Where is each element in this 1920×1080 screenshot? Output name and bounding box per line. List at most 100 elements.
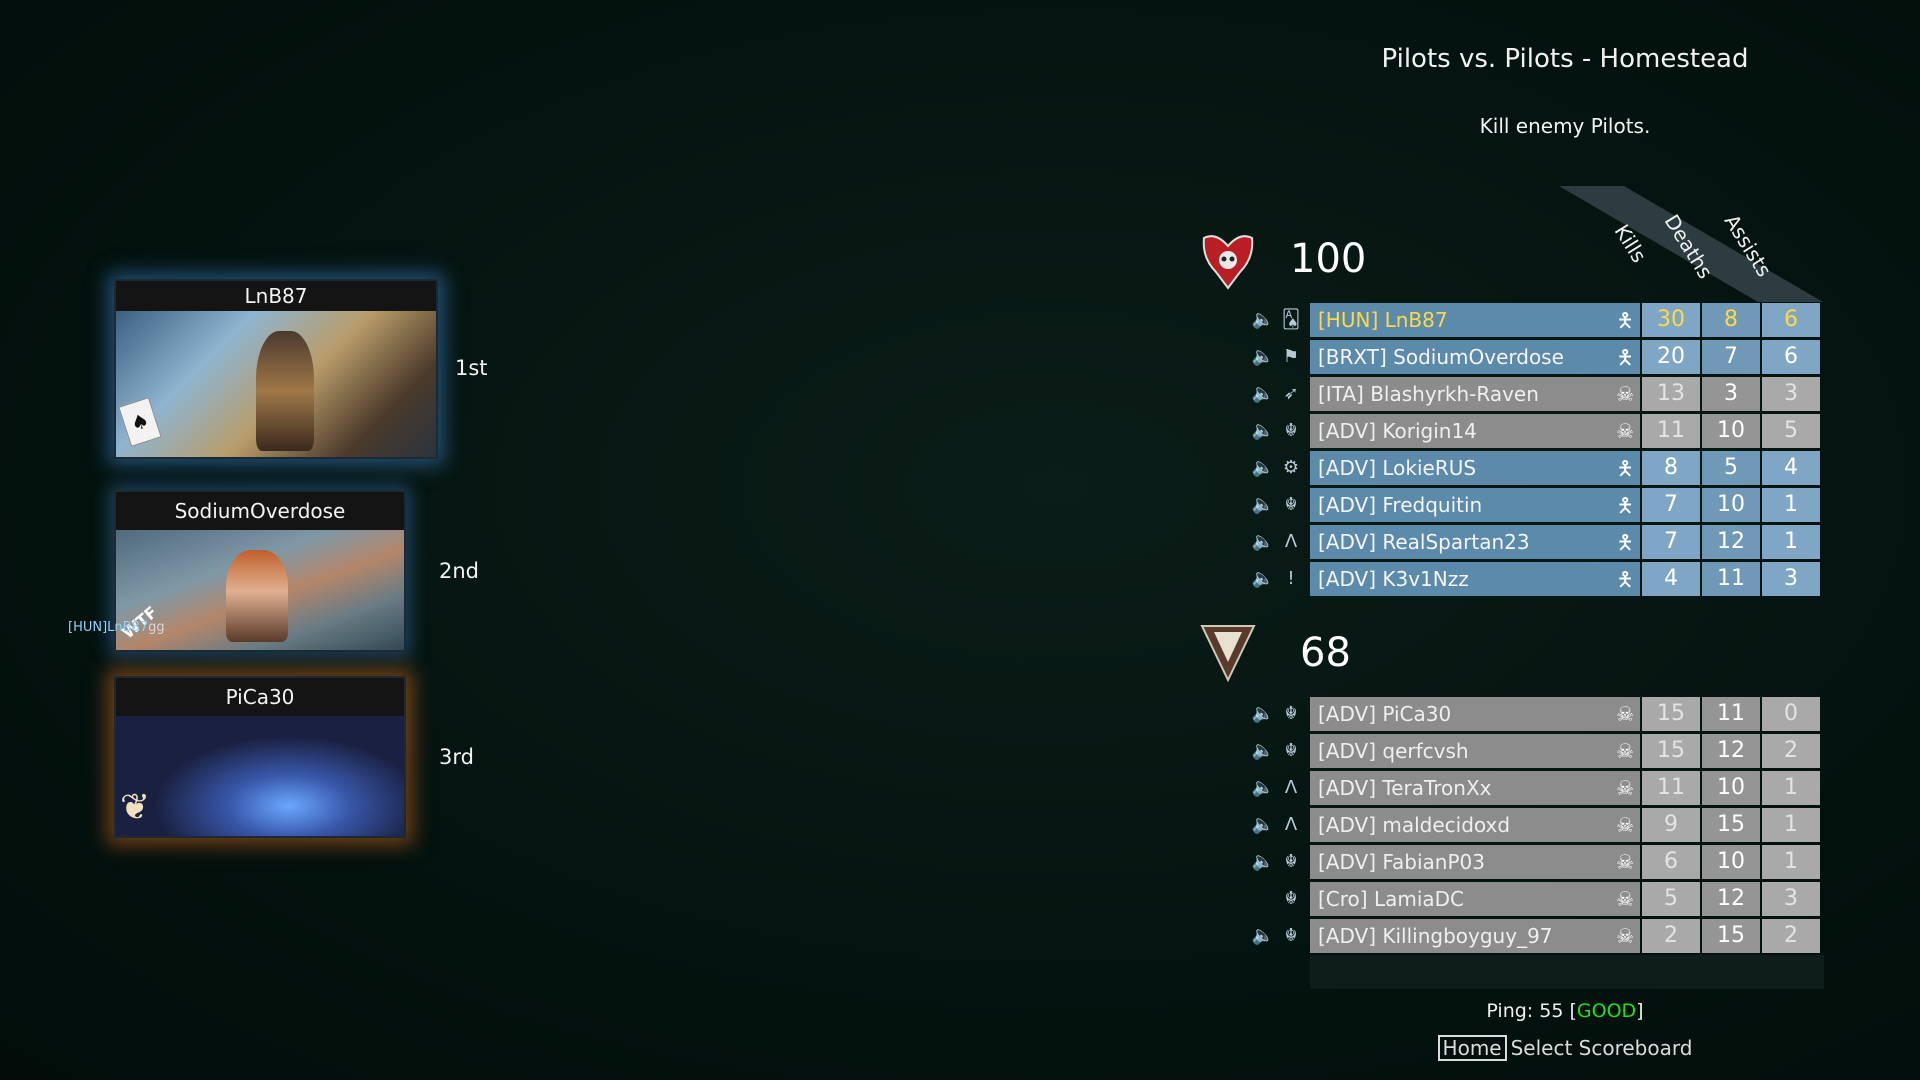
ping-value: 55 — [1539, 1000, 1564, 1022]
speaker-icon[interactable]: 🔈 — [1251, 346, 1275, 367]
kills-value: 13 — [1642, 377, 1700, 411]
deaths-value: 5 — [1702, 451, 1760, 485]
deaths-value: 3 — [1702, 377, 1760, 411]
player-name: [ADV] Killingboyguy_97 — [1318, 924, 1553, 948]
speaker-icon[interactable]: 🔈 — [1251, 494, 1275, 515]
kills-value: 6 — [1642, 845, 1700, 879]
speaker-icon[interactable]: 🔈 — [1251, 383, 1275, 404]
player-name-bar: [HUN] LnB87🯅 — [1310, 303, 1640, 337]
assists-value: 0 — [1762, 697, 1820, 731]
kills-value: 30 — [1642, 303, 1700, 337]
speaker-icon[interactable]: 🔈 — [1251, 777, 1275, 798]
creature-icon: ☬ — [1284, 494, 1298, 515]
speaker-icon[interactable]: 🔈 — [1251, 851, 1275, 872]
card-icon: 🂡 — [1281, 309, 1301, 330]
podium-place-second: 2nd — [439, 559, 480, 583]
player-name-bar: [ADV] Killingboyguy_97☠ — [1310, 919, 1640, 953]
podium-card-second: SodiumOverdose WTF — [114, 490, 406, 652]
kills-value: 7 — [1642, 525, 1700, 559]
team-score: 68 — [1300, 630, 1351, 676]
podium-name: LnB87 — [116, 281, 436, 311]
creature-icon: ☬ — [1284, 420, 1298, 441]
creature-emblem-icon: ❦ — [120, 787, 151, 828]
speaker-icon[interactable]: 🔈 — [1251, 568, 1275, 589]
assists-value: 1 — [1762, 845, 1820, 879]
creature-icon: ☬ — [1284, 888, 1298, 909]
assists-value: 2 — [1762, 919, 1820, 953]
assists-value: 3 — [1762, 377, 1820, 411]
speaker-icon[interactable]: 🔈 — [1251, 531, 1275, 552]
deaths-value: 10 — [1702, 845, 1760, 879]
creature-icon: ☬ — [1284, 703, 1298, 724]
deaths-value: 11 — [1702, 697, 1760, 731]
player-name: [ADV] TeraTronXx — [1318, 776, 1492, 800]
speaker-icon[interactable]: 🔈 — [1251, 309, 1275, 330]
player-name: [ADV] FabianP03 — [1318, 850, 1485, 874]
speaker-icon[interactable]: 🔈 — [1251, 925, 1275, 946]
player-name: [ADV] qerfcvsh — [1318, 739, 1469, 763]
player-name: [ADV] PiCa30 — [1318, 702, 1452, 726]
deaths-value: 15 — [1702, 808, 1760, 842]
player-name-bar: [Cro] LamiaDC☠ — [1310, 882, 1640, 916]
assists-value: 1 — [1762, 771, 1820, 805]
creature-icon: ☬ — [1284, 925, 1298, 946]
podium-place-first: 1st — [455, 356, 488, 380]
player-name-bar: [ADV] PiCa30☠ — [1310, 697, 1640, 731]
team-score: 100 — [1290, 236, 1367, 282]
podium-card-third: PiCa30 ❦ — [114, 676, 406, 838]
pilot-figure — [226, 550, 288, 642]
lambda-icon: Λ — [1284, 814, 1298, 835]
assists-value: 1 — [1762, 525, 1820, 559]
player-name-bar: [ADV] K3v1Nzz🯅 — [1310, 562, 1640, 596]
assists-value: 4 — [1762, 451, 1820, 485]
pilot-figure — [256, 331, 314, 451]
podium-name: PiCa30 — [116, 678, 404, 716]
speaker-icon[interactable]: 🔈 — [1251, 420, 1275, 441]
speaker-icon[interactable]: 🔈 — [1251, 457, 1275, 478]
kills-value: 20 — [1642, 340, 1700, 374]
creature-icon: ☬ — [1284, 851, 1298, 872]
player-name-bar: [ADV] FabianP03☠ — [1310, 845, 1640, 879]
speaker-icon[interactable]: 🔈 — [1251, 703, 1275, 724]
ace-of-spades-icon: ♠ — [118, 397, 162, 447]
skull-icon: ☠ — [1616, 887, 1634, 911]
kills-value: 2 — [1642, 919, 1700, 953]
alive-pilot-icon: 🯅 — [1616, 456, 1634, 480]
podium-card-first: LnB87 ♠ — [114, 279, 438, 459]
skull-icon: ☠ — [1616, 739, 1634, 763]
deaths-value: 12 — [1702, 525, 1760, 559]
chat-message: [HUN]LnB87gg — [68, 620, 165, 635]
player-name-bar: [ADV] qerfcvsh ☠ — [1310, 734, 1640, 768]
player-name: [ADV] RealSpartan23 — [1318, 530, 1530, 554]
speaker-icon[interactable]: 🔈 — [1251, 740, 1275, 761]
gear-icon: ⚙ — [1282, 457, 1300, 478]
shield-64-icon — [1196, 620, 1260, 684]
speaker-icon[interactable]: 🔈 — [1251, 814, 1275, 835]
deaths-value: 15 — [1702, 919, 1760, 953]
alive-pilot-icon: 🯅 — [1616, 493, 1634, 517]
kills-value: 7 — [1642, 488, 1700, 522]
player-name-bar: [ADV] maldecidoxd☠ — [1310, 808, 1640, 842]
lambda-icon: Λ — [1284, 531, 1298, 552]
mode-objective: Kill enemy Pilots. — [1479, 114, 1651, 138]
home-key-icon: Home — [1437, 1035, 1507, 1061]
deaths-value: 10 — [1702, 414, 1760, 448]
skull-icon: ☠ — [1616, 419, 1634, 443]
